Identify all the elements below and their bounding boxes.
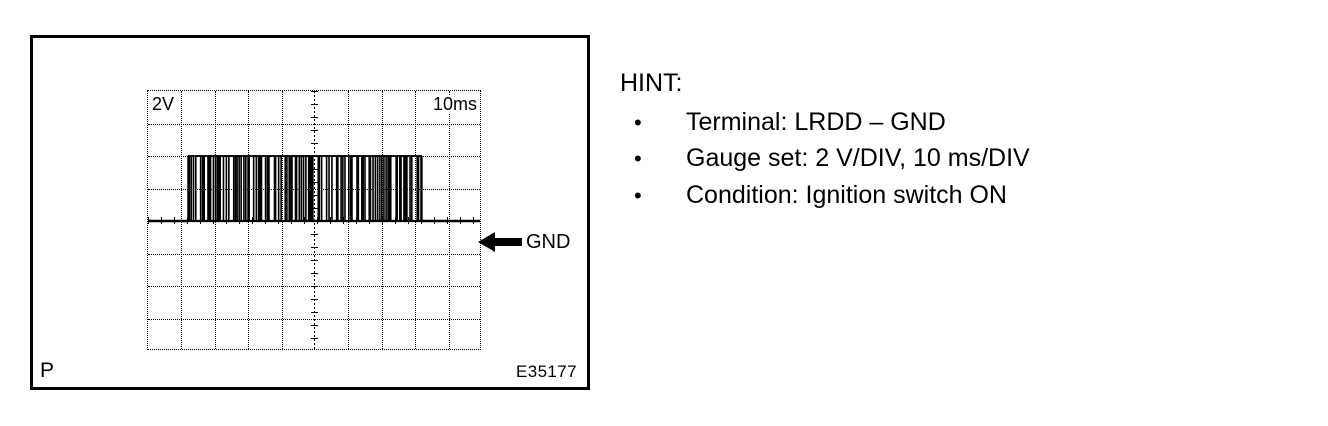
hint-list-item: • Gauge set: 2 V/DIV, 10 ms/DIV [620, 140, 1180, 177]
scope-volts-per-div-readout: 2V [151, 94, 176, 114]
ground-level-marker: GND [478, 231, 570, 253]
waveform-trace [148, 155, 480, 223]
hint-item-condition: Condition: Ignition switch ON [686, 180, 1007, 209]
hint-item-gauge-set: Gauge set: 2 V/DIV, 10 ms/DIV [686, 144, 1030, 172]
hint-list-item: • Terminal: LRDD – GND [620, 104, 1180, 141]
bullet-icon: • [634, 146, 642, 171]
ground-label: GND [526, 231, 571, 253]
hint-title: HINT: [620, 69, 683, 97]
oscilloscope-screen: 2V 10ms [147, 90, 481, 350]
figure-caption-left: P [40, 359, 55, 382]
scope-time-per-div-readout: 10ms [431, 94, 478, 114]
bullet-icon: • [634, 182, 642, 208]
bullet-icon: • [634, 109, 642, 135]
hint-panel: HINT: • Terminal: LRDD – GND • Gauge set… [620, 69, 1180, 214]
hint-list-item: • Condition: Ignition switch ON [620, 177, 1180, 214]
oscilloscope-figure-box: 2V 10ms P E35177 [30, 35, 590, 390]
hint-list: • Terminal: LRDD – GND • Gauge set: 2 V/… [620, 104, 1180, 214]
hint-item-terminal: Terminal: LRDD – GND [686, 107, 946, 136]
figure-reference-code: E35177 [515, 362, 577, 381]
left-arrow-icon [478, 232, 522, 252]
